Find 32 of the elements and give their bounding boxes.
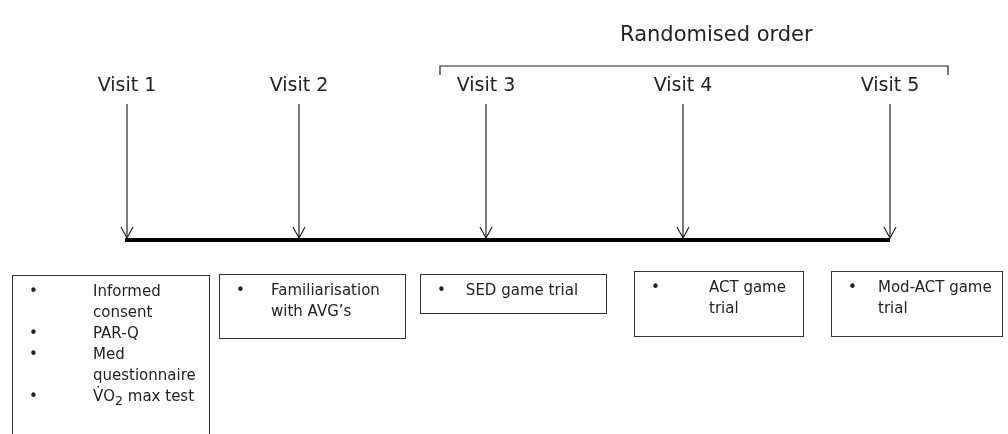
activity-box (12, 275, 210, 434)
visit-label: Visit 5 (840, 72, 940, 98)
activity-box (420, 274, 607, 314)
bullet-mark: • (29, 323, 39, 344)
visit-label: Visit 4 (633, 72, 733, 98)
arrow (120, 103, 134, 239)
bullet-item: PAR-Q (93, 323, 140, 344)
bullet-mark: • (651, 277, 661, 298)
visit-label: Visit 2 (249, 72, 349, 98)
arrow (883, 103, 897, 239)
arrow (292, 103, 306, 239)
bullet-item: V̇O$_{2}$ max test (93, 386, 196, 410)
activity-box (831, 271, 1003, 337)
bullet-mark: • (29, 344, 39, 365)
bullet-mark: • (437, 280, 446, 301)
bullet-item: SED game trial (465, 280, 580, 301)
visit-label: Visit 1 (77, 72, 177, 98)
bullet-item: Familiarisation with AVG’s (271, 280, 381, 322)
activity-box (634, 271, 804, 337)
bullet-mark: • (29, 386, 39, 407)
group-heading: Randomised order (620, 22, 813, 46)
bullet-item: Informed consent (93, 281, 162, 323)
arrow (479, 103, 493, 239)
visit-label: Visit 3 (436, 72, 536, 98)
arrow (676, 103, 690, 239)
bullet-mark: • (848, 277, 858, 298)
bullet-item: ACT game trial (709, 277, 787, 319)
timeline-bar (125, 238, 890, 242)
activity-box (219, 274, 406, 339)
bullet-mark: • (29, 281, 39, 302)
bullet-mark: • (236, 280, 246, 301)
bullet-item: Mod-ACT game trial (878, 277, 993, 319)
